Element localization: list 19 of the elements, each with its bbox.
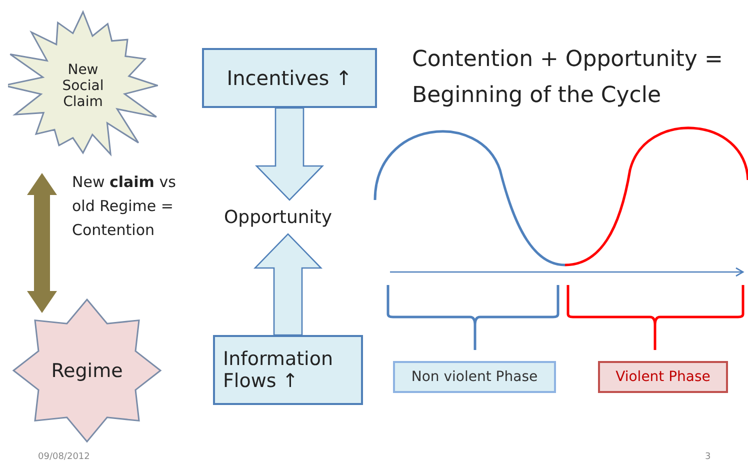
phase-box — [393, 361, 556, 393]
callout-box — [213, 335, 363, 405]
block-arrow — [254, 107, 324, 201]
node-text: Regime — [50, 360, 124, 382]
node-text: Non violent Phase — [411, 369, 538, 385]
node-text: Violent Phase — [616, 369, 710, 385]
date-text: 09/08/2012 — [38, 451, 91, 464]
block-arrow — [27, 173, 57, 313]
node-text: Incentives ↑ — [226, 66, 352, 90]
opportunity-text: Opportunity — [224, 206, 332, 228]
block-arrow — [253, 233, 323, 336]
node-text: New Social Claim — [61, 62, 105, 110]
page-number: 3 — [705, 451, 712, 464]
node-text: Information Flows ↑ — [223, 348, 334, 392]
callout-box — [202, 48, 377, 108]
slide-title: Contention + Opportunity = Beginning of the Cycle — [412, 46, 724, 110]
phase-box — [598, 361, 728, 393]
star-shape — [12, 298, 162, 443]
contention-note: New claim vs old Regime = Contention — [72, 172, 177, 241]
